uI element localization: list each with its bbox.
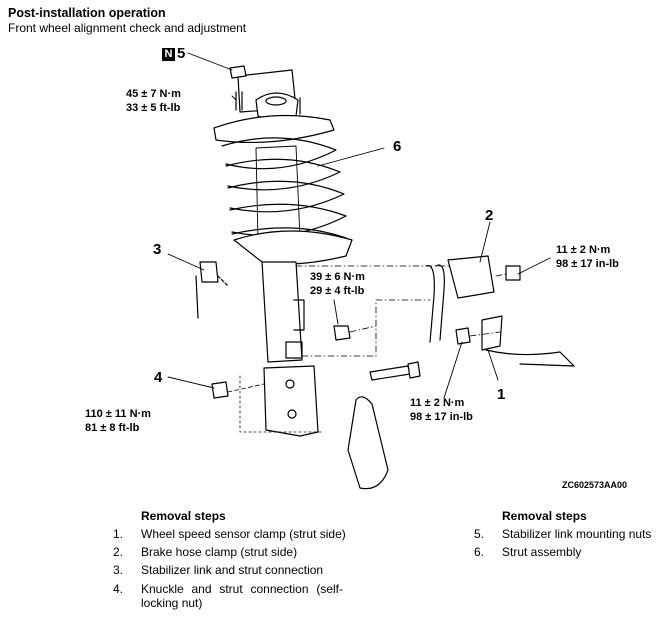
step-number: 2. — [113, 545, 124, 559]
callout-2: 2 — [485, 207, 494, 224]
removal-step-4: 4. Knuckle and strut connection (self-lo… — [113, 582, 343, 612]
torque-clamp-lower-inlb: 98 ± 17 in-lb — [410, 411, 473, 423]
step-text: Stabilizer link mounting nuts — [502, 527, 652, 541]
torque-knuckle-ftlb: 81 ± 8 ft-lb — [85, 422, 140, 434]
torque-clamp-lower: 11 ± 2 N·m 98 ± 17 in-lb — [410, 396, 473, 424]
torque-top-ftlb: 33 ± 5 ft-lb — [126, 102, 181, 114]
clamp-bracket — [285, 341, 303, 359]
removal-step-5: 5. Stabilizer link mounting nuts — [474, 527, 659, 541]
torque-knuckle: 110 ± 11 N·m 81 ± 8 ft-lb — [85, 407, 151, 435]
torque-clamp-upper-inlb: 98 ± 17 in-lb — [556, 258, 619, 270]
step-number: 3. — [113, 563, 124, 577]
callout-3: 3 — [153, 241, 162, 258]
step-number: 5. — [474, 527, 485, 541]
mount-stud-left — [235, 91, 243, 111]
torque-clamp-upper-nm: 11 ± 2 N·m — [556, 244, 611, 256]
step-text: Wheel speed sensor clamp (strut side) — [141, 527, 346, 541]
stabilizer-link-joint — [199, 261, 219, 283]
clamp-nut-upper — [505, 265, 521, 281]
step-text: Knuckle and strut connection (self-locki… — [141, 582, 343, 610]
torque-top-nm: 45 ± 7 N·m — [126, 88, 181, 100]
upper-spring-seat — [213, 114, 335, 144]
knuckle-nut — [211, 381, 229, 399]
self-locking-nut-badge: N — [162, 48, 175, 61]
step-number: 1. — [113, 527, 124, 541]
bracket-hole-upper — [285, 379, 295, 389]
top-nut — [229, 65, 247, 79]
removal-step-6: 6. Strut assembly — [474, 545, 659, 559]
step-text: Stabilizer link and strut connection — [141, 563, 324, 577]
knuckle-bolt — [369, 365, 411, 381]
step-number: 4. — [113, 582, 124, 596]
bracket-hole-lower — [287, 409, 297, 419]
callout-1: 1 — [497, 386, 506, 403]
callout-5-label: 5 — [177, 45, 186, 62]
coil-spring — [221, 137, 347, 239]
lower-spring-seat — [233, 230, 353, 265]
page-title: Post-installation operation — [8, 6, 166, 20]
torque-clamp-lower-nm: 11 ± 2 N·m — [410, 397, 465, 409]
step-text: Strut assembly — [502, 545, 582, 559]
callout-6: 6 — [393, 138, 402, 155]
strut-body — [261, 261, 303, 363]
step-number: 6. — [474, 545, 485, 559]
removal-steps-title-right: Removal steps — [502, 509, 587, 523]
torque-clamp-upper: 11 ± 2 N·m 98 ± 17 in-lb — [556, 243, 619, 271]
stabilizer-bracket — [293, 299, 305, 331]
knuckle — [347, 396, 389, 490]
figure-code: ZC602573AA00 — [562, 480, 628, 490]
torque-knuckle-nm: 110 ± 11 N·m — [85, 408, 151, 420]
torque-top-mount: 45 ± 7 N·m 33 ± 5 ft-lb — [126, 87, 181, 115]
page-subtitle: Front wheel alignment check and adjustme… — [8, 21, 247, 35]
removal-step-3: 3. Stabilizer link and strut connection — [113, 563, 363, 577]
speed-sensor-cable — [485, 349, 575, 367]
torque-link-nm: 39 ± 6 N·m — [310, 271, 365, 283]
torque-link-ftlb: 29 ± 4 ft-lb — [310, 285, 365, 297]
knuckle-bracket — [263, 365, 319, 437]
clamp-nut-lower — [455, 327, 471, 345]
removal-step-2: 2. Brake hose clamp (strut side) — [113, 545, 363, 559]
torque-stabilizer-link: 39 ± 6 N·m 29 ± 4 ft-lb — [310, 270, 365, 298]
step-text: Brake hose clamp (strut side) — [141, 545, 298, 559]
brake-hose-2 — [425, 265, 435, 343]
mount-center — [265, 96, 287, 106]
removal-step-1: 1. Wheel speed sensor clamp (strut side) — [113, 527, 363, 541]
brake-hose-clamp — [447, 255, 495, 299]
brake-hose — [435, 264, 445, 341]
callout-4: 4 — [154, 369, 163, 386]
removal-steps-title-left: Removal steps — [141, 509, 226, 523]
stabilizer-link-rod — [195, 275, 199, 319]
link-nut — [333, 325, 351, 341]
